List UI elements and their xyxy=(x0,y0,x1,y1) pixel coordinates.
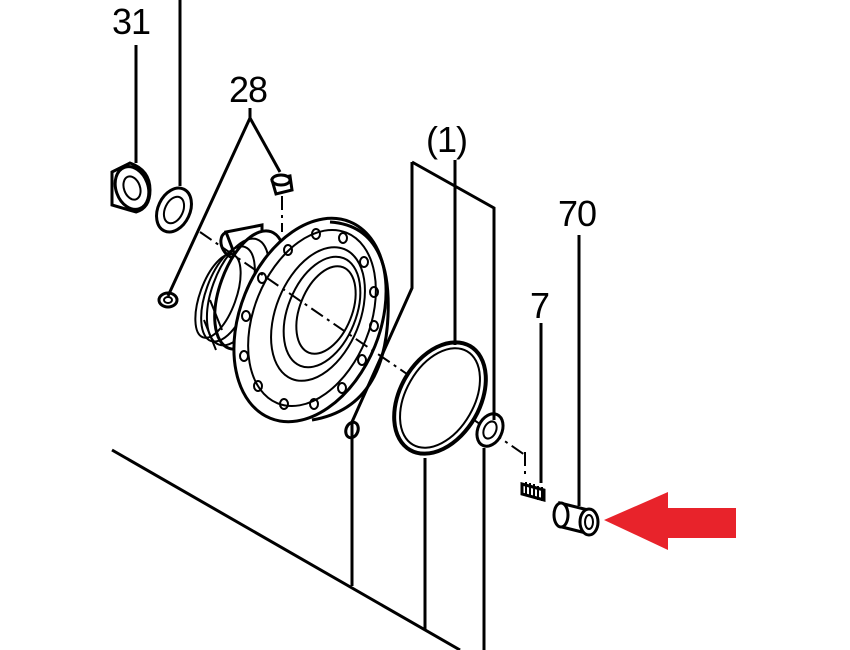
callout-7: 7 xyxy=(530,285,549,326)
callout-28: 28 xyxy=(229,69,267,110)
large-oring xyxy=(392,340,488,456)
callout-70: 70 xyxy=(558,193,596,234)
part-70-plunger xyxy=(552,501,600,537)
arrow-left-icon xyxy=(604,492,736,550)
part-28-plug-top xyxy=(270,173,294,196)
callout-1: (1) xyxy=(426,119,467,160)
part-7-spring xyxy=(520,482,546,502)
part-31-bushing xyxy=(110,161,152,214)
bracket-1-left xyxy=(350,162,414,586)
base-frame-edge xyxy=(111,448,461,650)
flange-bolt-holes xyxy=(239,228,379,410)
hub-flange xyxy=(232,216,390,424)
callout-31: 31 xyxy=(112,1,150,42)
bracket-1-top xyxy=(411,160,496,420)
leader-28-b xyxy=(248,117,282,173)
seal-washer xyxy=(475,412,505,448)
washer-ring xyxy=(155,186,193,234)
